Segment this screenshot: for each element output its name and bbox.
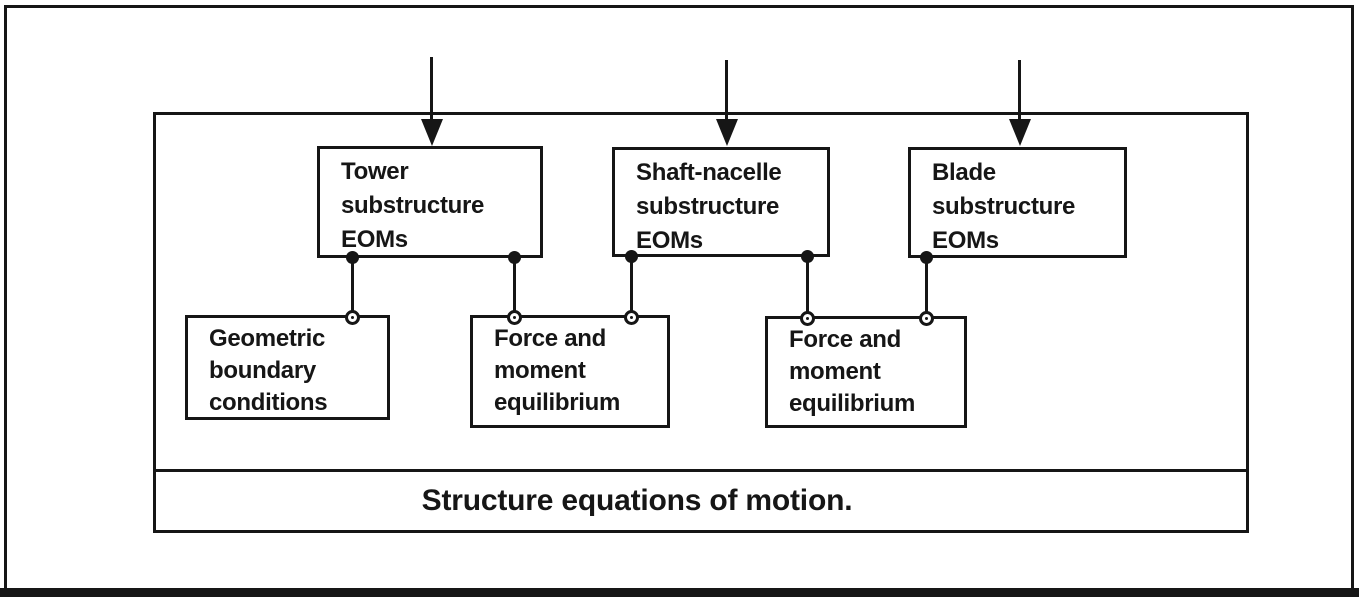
joint-dot-filled-icon bbox=[508, 251, 521, 264]
joint-ring-open-icon bbox=[624, 310, 639, 325]
connector-shaft-to-force2 bbox=[806, 257, 809, 319]
box-geometric-boundary-conditions: Geometric boundary conditions bbox=[185, 315, 390, 420]
input-arrow-line-shaft-nacelle bbox=[725, 60, 728, 120]
structure-eom-container-box bbox=[153, 112, 1249, 533]
box-shaft-nacelle-substructure-eoms: Shaft-nacelle substructure EOMs bbox=[612, 147, 830, 257]
joint-dot-filled-icon bbox=[346, 251, 359, 264]
footer-band-divider bbox=[153, 469, 1249, 472]
joint-ring-open-icon bbox=[507, 310, 522, 325]
joint-ring-open-icon bbox=[919, 311, 934, 326]
input-arrow-line-tower bbox=[430, 57, 433, 121]
box-blade-substructure-eoms: Blade substructure EOMs bbox=[908, 147, 1127, 258]
input-arrow-line-blade bbox=[1018, 60, 1021, 120]
joint-dot-filled-icon bbox=[801, 250, 814, 263]
arrow-down-icon bbox=[716, 119, 738, 146]
connector-tower-to-geometric bbox=[351, 258, 354, 318]
joint-dot-filled-icon bbox=[625, 250, 638, 263]
box-tower-substructure-eoms: Tower substructure EOMs bbox=[317, 146, 543, 258]
structure-eom-caption: Structure equations of motion. bbox=[421, 484, 853, 517]
connector-tower-to-force1 bbox=[513, 258, 516, 318]
joint-ring-open-icon bbox=[800, 311, 815, 326]
connector-shaft-to-force1 bbox=[630, 257, 633, 318]
box-force-moment-equilibrium-2: Force and moment equilibrium bbox=[765, 316, 967, 428]
connector-blade-to-force2 bbox=[925, 258, 928, 319]
outer-page-frame bbox=[4, 5, 1354, 589]
page-bottom-rule bbox=[0, 588, 1359, 597]
box-force-moment-equilibrium-1: Force and moment equilibrium bbox=[470, 315, 670, 428]
joint-dot-filled-icon bbox=[920, 251, 933, 264]
joint-ring-open-icon bbox=[345, 310, 360, 325]
arrow-down-icon bbox=[421, 119, 443, 146]
arrow-down-icon bbox=[1009, 119, 1031, 146]
